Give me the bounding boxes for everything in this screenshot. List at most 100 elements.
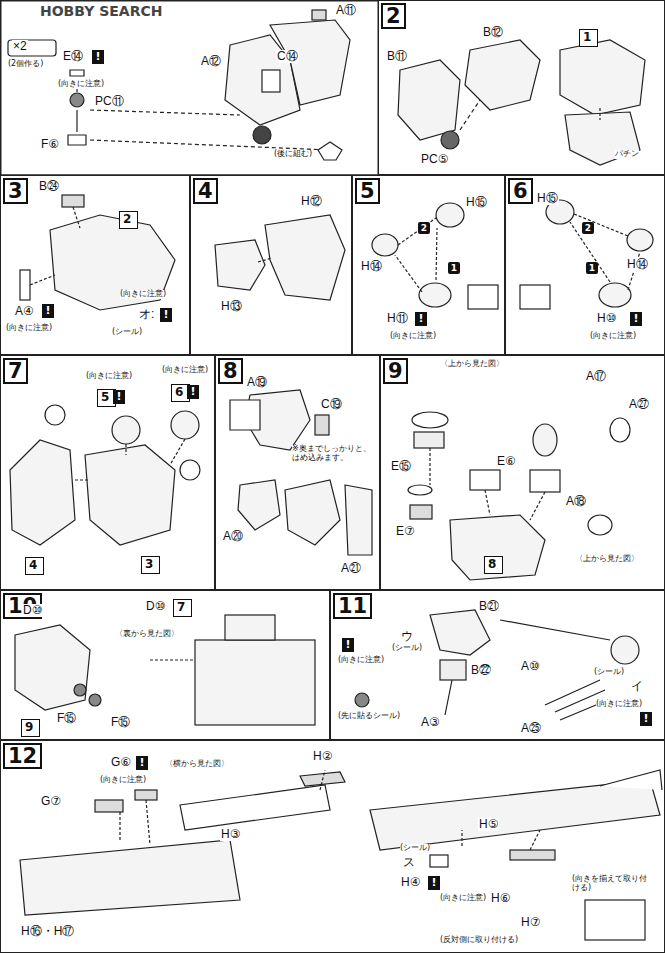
part-label: F⑥ — [40, 138, 60, 151]
note-text: (向きに注意) — [58, 80, 104, 89]
part-label: H⑥ — [490, 892, 511, 905]
note-text: 〈上から見た図〉 — [575, 555, 639, 564]
note-text: (向きに注意) — [338, 656, 384, 665]
step-number: 11 — [333, 593, 372, 619]
caution-mark: ! — [113, 390, 125, 404]
note-text: (後に組む) — [274, 150, 312, 159]
note-text: (シール) — [112, 328, 142, 337]
order-number: 2 — [418, 222, 430, 234]
part-label: A㉕ — [520, 722, 542, 735]
part-label: E⑭ — [62, 50, 84, 63]
step-panel: 12 — [0, 740, 665, 953]
subassembly-ref: 2 — [119, 211, 138, 229]
note-text: (向きに注意) — [596, 700, 642, 709]
note-text: 〈裏から見た図〉 — [115, 630, 179, 639]
part-label: E⑮ — [390, 460, 412, 473]
note-text: (シール) — [400, 844, 430, 853]
part-label: B㉔ — [38, 180, 60, 193]
part-label: PC⑤ — [420, 153, 449, 166]
step-panel: 8 — [215, 355, 380, 590]
part-label: イ — [630, 680, 644, 693]
subassembly-number: 1 — [580, 30, 597, 44]
part-label: A④ — [14, 305, 35, 318]
note-text: 〈上から見た図〉 — [440, 360, 504, 369]
part-label: A⑱ — [565, 495, 587, 508]
order-number: 1 — [586, 262, 598, 274]
subassembly-number: 3 — [142, 557, 159, 571]
subassembly-number: 2 — [120, 212, 137, 226]
part-label: E⑦ — [395, 525, 416, 538]
caution-mark: ! — [92, 50, 104, 64]
order-number: 1 — [448, 262, 460, 274]
part-label: B⑫ — [482, 26, 504, 39]
part-label: A⑲ — [246, 376, 268, 389]
step-panel: 75643 — [0, 355, 215, 590]
subassembly-number: 9 — [22, 720, 39, 734]
note-text: (向きに注意) — [86, 372, 132, 381]
part-label: H⑭ — [360, 260, 383, 273]
step-number: 5 — [355, 178, 380, 204]
part-label: D⑩ — [22, 604, 43, 617]
part-label: H⑯・H⑰ — [20, 925, 75, 938]
part-label: A⑰ — [585, 370, 607, 383]
part-label: H④ — [400, 876, 421, 889]
part-label: H⑩ — [596, 312, 617, 325]
caution-mark: ! — [42, 304, 54, 318]
caution-mark: ! — [342, 638, 354, 652]
part-label: A⑩ — [520, 660, 541, 673]
subassembly-number: 8 — [485, 557, 502, 571]
caution-mark: ! — [640, 712, 652, 726]
step-number: 2 — [381, 3, 406, 29]
subassembly-ref: 8 — [484, 556, 503, 574]
subassembly-number: 4 — [26, 558, 43, 572]
step-number: 9 — [383, 358, 408, 384]
watermark: HOBBY SEARCH — [40, 3, 162, 19]
part-label: B⑪ — [386, 50, 408, 63]
step-number: 4 — [193, 178, 218, 204]
part-label: H⑪ — [386, 312, 409, 325]
subassembly-ref: 9 — [21, 719, 40, 737]
step-number: 7 — [3, 358, 28, 384]
note-text: (シール) — [392, 644, 422, 653]
subassembly-ref: 3 — [141, 556, 160, 574]
subassembly-ref: 7 — [173, 599, 192, 617]
step-number: 8 — [218, 358, 243, 384]
part-label: H② — [312, 750, 333, 763]
part-label: A㉗ — [628, 398, 650, 411]
part-label: B㉑ — [478, 600, 500, 613]
part-label: C⑲ — [320, 398, 343, 411]
note-text: (向きに注意) — [440, 894, 486, 903]
step-panel: 21 — [378, 0, 665, 175]
note-text: (シール) — [594, 668, 624, 677]
note-text: (向きに注意) — [6, 324, 52, 333]
step-number: 3 — [3, 178, 28, 204]
step-number: 6 — [508, 178, 533, 204]
part-label: ス — [402, 856, 416, 869]
note-text: (先に貼るシール) — [338, 712, 400, 721]
part-label: E⑥ — [496, 455, 517, 468]
subassembly-ref: 1 — [579, 29, 598, 47]
note-text: (向きに注意) — [162, 366, 208, 375]
part-label: H⑬ — [220, 300, 243, 313]
part-label: ウ — [400, 630, 414, 643]
subassembly-number: 7 — [174, 600, 191, 614]
note-text: (向きに注意) — [120, 290, 166, 299]
note-text: (向きに注意) — [590, 332, 636, 341]
caution-mark: ! — [187, 385, 199, 399]
part-label: H⑫ — [300, 195, 323, 208]
part-label: D⑩ — [145, 600, 166, 613]
part-label: オ: — [138, 308, 155, 321]
part-label: G⑥ — [110, 756, 132, 769]
step-panel: 4 — [190, 175, 352, 355]
caution-mark: ! — [415, 312, 427, 326]
part-label: H⑦ — [520, 916, 541, 929]
caution-mark: ! — [428, 876, 440, 890]
part-label: H⑮ — [536, 192, 559, 205]
part-label: C⑭ — [276, 50, 299, 63]
part-label: H⑭ — [626, 258, 649, 271]
part-label: H③ — [220, 828, 241, 841]
caution-mark: ! — [160, 308, 172, 322]
note-text: (向きに注意) — [100, 776, 146, 785]
part-label: A③ — [420, 716, 441, 729]
